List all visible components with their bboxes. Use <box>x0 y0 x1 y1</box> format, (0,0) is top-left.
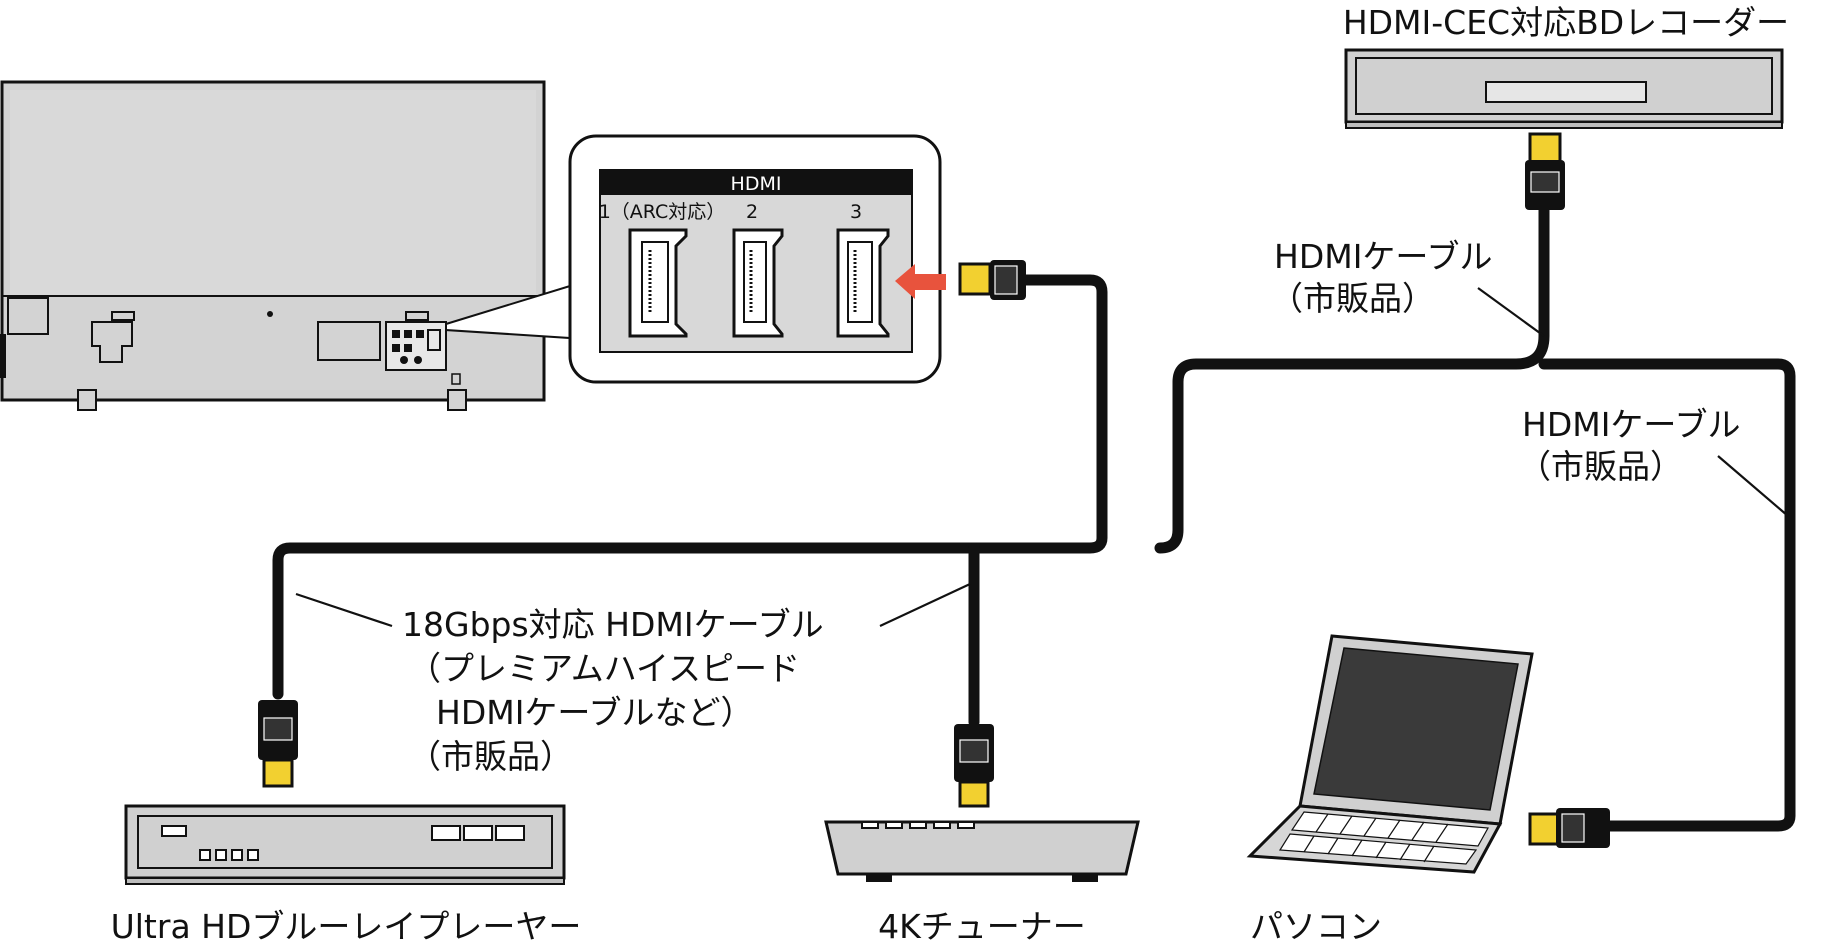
main-cable-label: 18Gbps対応 HDMIケーブル （プレミアムハイスピード HDMIケーブルな… <box>295 583 971 776</box>
hdmi-connector-tv <box>958 260 1026 300</box>
hdmi-connector-uhd-player <box>258 700 298 788</box>
pc-cable-label: HDMIケーブル （市販品） <box>1518 405 1789 517</box>
main-cable-label-line2: （プレミアムハイスピード <box>408 649 800 688</box>
uhd-bluray-player: Ultra HDブルーレイプレーヤー <box>111 804 582 946</box>
hdmi-port-2-label: 2 <box>746 201 758 223</box>
hdmi-port-1 <box>628 228 688 338</box>
bd-cable-label-line2: （市販品） <box>1270 279 1435 318</box>
bd-recorder-label: HDMI-CEC対応BDレコーダー <box>1343 3 1789 42</box>
main-cable-label-line3: HDMIケーブルなど） <box>436 693 753 732</box>
pc-cable-label-line1: HDMIケーブル <box>1522 405 1740 444</box>
insert-arrow <box>895 264 946 299</box>
main-cable-label-line1: 18Gbps対応 HDMIケーブル <box>402 605 824 644</box>
bd-recorder: HDMI-CEC対応BDレコーダー <box>1343 3 1789 129</box>
pc-cable-label-line2: （市販品） <box>1518 447 1683 486</box>
tuner-4k: 4Kチューナー <box>824 820 1140 946</box>
hdmi-connector-pc <box>1528 808 1610 848</box>
bd-cable-label: HDMIケーブル （市販品） <box>1270 237 1545 337</box>
hdmi-port-3-label: 3 <box>850 201 862 223</box>
hdmi-connector-bd <box>1525 132 1565 210</box>
laptop-pc: パソコン <box>1246 634 1534 946</box>
uhd-player-label: Ultra HDブルーレイプレーヤー <box>111 907 582 946</box>
hdmi-port-2 <box>732 228 784 338</box>
bd-cable-label-line1: HDMIケーブル <box>1274 237 1492 276</box>
laptop-keyboard <box>1278 811 1489 865</box>
hdmi-connector-tuner <box>954 724 994 808</box>
hdmi-port-3 <box>836 228 890 338</box>
pc-label: パソコン <box>1250 907 1382 946</box>
tuner-label: 4Kチューナー <box>878 907 1086 946</box>
main-cable-label-line4: （市販品） <box>408 737 573 776</box>
cables <box>272 194 1796 832</box>
tv-rear-view <box>0 80 546 411</box>
hdmi-panel-header: HDMI <box>731 173 782 195</box>
hdmi-port-1-label: 1（ARC対応） <box>599 201 726 223</box>
hdmi-zoom-panel: HDMI 1（ARC対応） 2 3 <box>445 134 946 384</box>
